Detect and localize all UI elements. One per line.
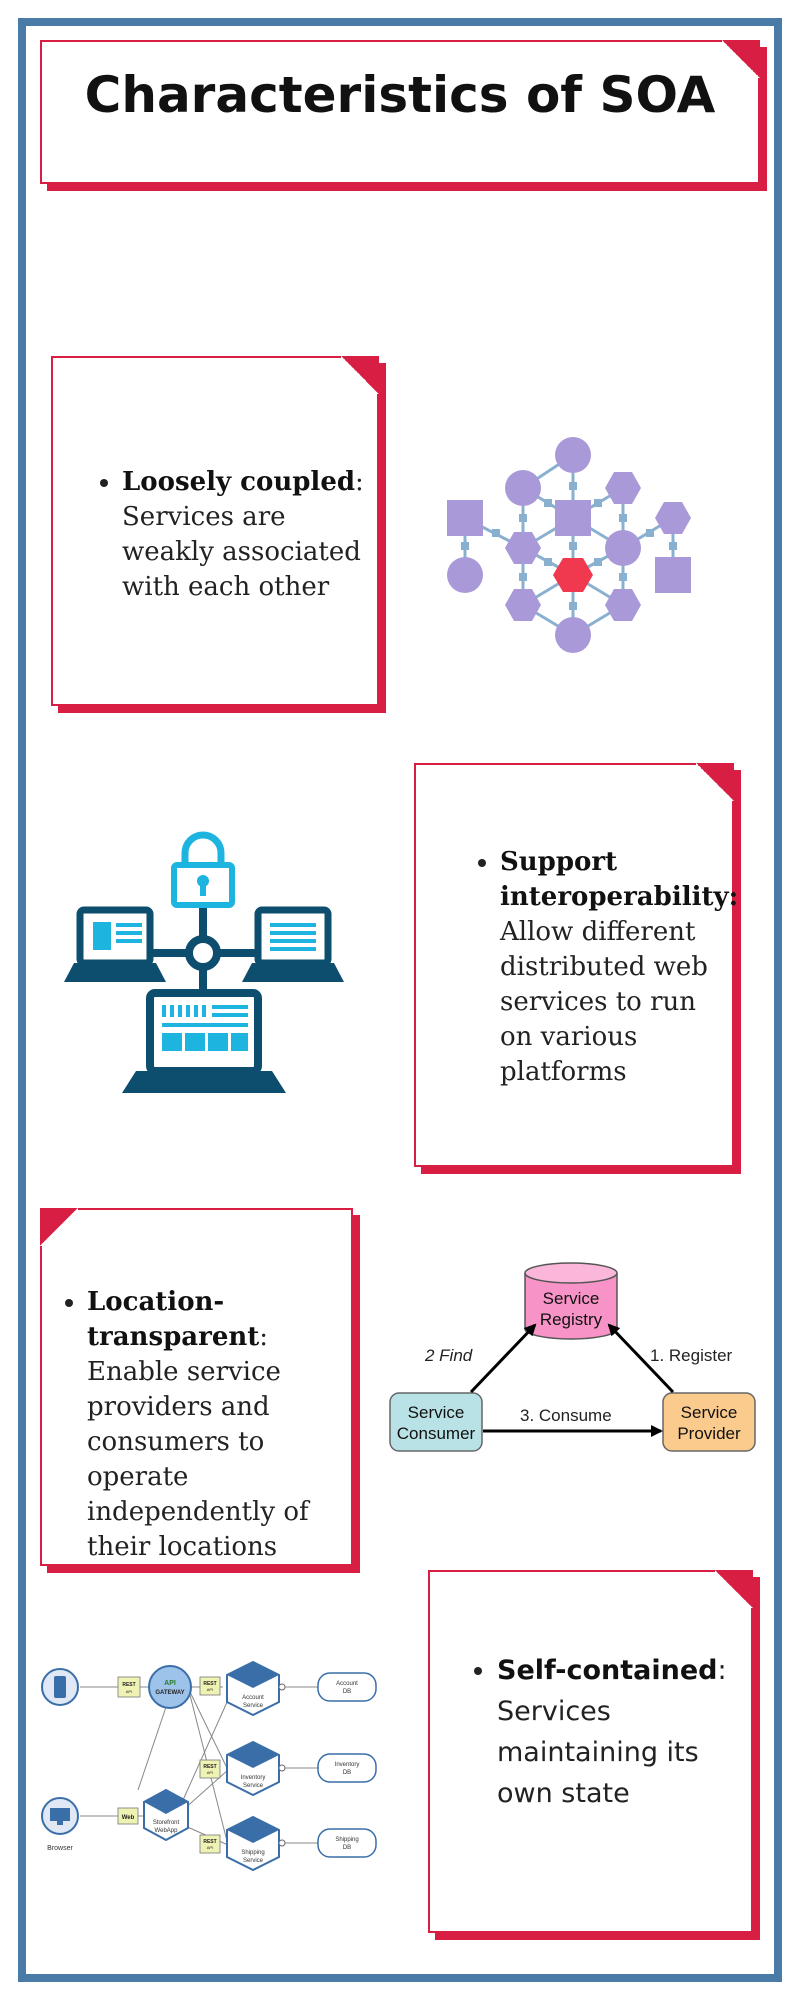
svg-text:API: API: [164, 1680, 176, 1687]
bullet-support-interoperability: Support interoperability: Allow differen…: [470, 845, 738, 1090]
inventory-rest-tag: REST API: [199, 1759, 221, 1779]
page-fold-corner: [40, 1208, 78, 1246]
bullet-separator: :: [355, 467, 364, 497]
bullet-term: Support interoperability:: [500, 847, 739, 912]
card-self-contained: [428, 1570, 753, 1933]
loose-coupling-network-graphic: [447, 437, 691, 653]
svg-text:Shipping: Shipping: [241, 1850, 264, 1856]
interoperability-network-graphic: [64, 831, 344, 1093]
shipping-db-node: Shipping DB: [317, 1828, 377, 1858]
browser-label: Browser: [47, 1845, 73, 1852]
bullet-term: Self-contained: [497, 1655, 718, 1686]
service-consumer-node: Service Consumer: [389, 1392, 483, 1452]
shipping-service-node: Shipping Service: [226, 1815, 280, 1872]
rest-api-tag: REST API: [117, 1676, 141, 1698]
svg-text:API: API: [126, 1689, 132, 1694]
service-registry-node: Service Registry: [524, 1262, 618, 1340]
svg-text:REST: REST: [203, 1681, 216, 1687]
bullet-description: Allow different distributed web services…: [500, 917, 708, 1087]
svg-text:GATEWAY: GATEWAY: [155, 1690, 184, 1696]
microservices-architecture-diagram: Browser REST API Web API GATEWAY Storefr…: [41, 1660, 377, 1872]
bullet-separator: :: [259, 1322, 269, 1352]
account-rest-tag: REST API: [199, 1676, 221, 1696]
inventory-db-node: Inventory DB: [317, 1753, 377, 1783]
page-fold-corner: [722, 40, 760, 78]
svg-text:Service: Service: [243, 1783, 264, 1789]
account-db-node: Account DB: [317, 1672, 377, 1702]
svg-text:Service: Service: [243, 1858, 264, 1864]
page-fold-corner: [696, 763, 734, 801]
service-provider-node: Service Provider: [662, 1392, 756, 1452]
service-registry-diagram: Service Registry Service Consumer Servic…: [389, 1262, 756, 1452]
provider-label-line2: Provider: [677, 1424, 741, 1443]
storefront-webapp-node: Storefront WebApp: [143, 1788, 189, 1842]
svg-text:DB: DB: [343, 1845, 351, 1851]
svg-text:API: API: [207, 1770, 213, 1775]
title-card: Characteristics of SOA: [40, 40, 760, 184]
find-arrow: [469, 1323, 537, 1394]
svg-text:API: API: [207, 1845, 213, 1850]
bullet-loosely-coupled: Loosely coupled: Services are weakly ass…: [92, 465, 377, 605]
card-support-interoperability: [414, 763, 734, 1167]
page-title: Characteristics of SOA: [84, 66, 716, 124]
register-arrow: [607, 1323, 675, 1394]
bullet-description: Enable service providers and consumers t…: [87, 1357, 309, 1562]
bullet-term: Location-transparent: [87, 1287, 260, 1352]
svg-text:Storefront: Storefront: [153, 1820, 180, 1826]
consumer-label-line2: Consumer: [397, 1424, 476, 1443]
consume-label: 3. Consume: [520, 1406, 612, 1425]
shipping-rest-tag: REST API: [199, 1834, 221, 1854]
bullet-term: Loosely coupled: [122, 467, 356, 497]
registry-label-line1: Service: [543, 1289, 600, 1308]
consumer-label-line1: Service: [408, 1403, 465, 1422]
page-fold-corner: [715, 1570, 753, 1608]
page-frame: [18, 18, 782, 1982]
bullet-location-transparent: Location-transparent: Enable service pro…: [57, 1285, 342, 1565]
svg-text:Account: Account: [242, 1695, 264, 1701]
svg-text:Inventory: Inventory: [241, 1775, 266, 1781]
svg-text:REST: REST: [203, 1839, 216, 1845]
svg-text:Service: Service: [243, 1703, 264, 1709]
svg-text:Shipping: Shipping: [335, 1837, 358, 1843]
svg-text:API: API: [207, 1687, 213, 1692]
api-gateway-node: API GATEWAY: [148, 1665, 192, 1709]
svg-text:Web: Web: [122, 1815, 135, 1821]
inventory-service-node: Inventory Service: [226, 1740, 280, 1797]
bullet-description: Services maintaining its own state: [497, 1696, 699, 1809]
register-label: 1. Register: [650, 1346, 733, 1365]
svg-text:DB: DB: [343, 1770, 351, 1776]
svg-text:REST: REST: [203, 1764, 216, 1770]
svg-text:Inventory: Inventory: [335, 1762, 360, 1768]
account-service-node: Account Service: [226, 1660, 280, 1717]
page-fold-corner: [341, 356, 379, 394]
bullet-separator: :: [717, 1655, 727, 1686]
web-tag: Web: [117, 1807, 139, 1825]
svg-text:Account: Account: [336, 1681, 358, 1687]
find-label: 2 Find: [424, 1346, 473, 1365]
registry-label-line2: Registry: [540, 1310, 603, 1329]
svg-text:DB: DB: [343, 1689, 351, 1695]
card-location-transparent: [40, 1208, 353, 1566]
provider-label-line1: Service: [681, 1403, 738, 1422]
svg-text:REST: REST: [122, 1682, 135, 1688]
bullet-self-contained: Self-contained: Services maintaining its…: [467, 1650, 742, 1814]
card-loosely-coupled: [51, 356, 379, 706]
svg-text:WebApp: WebApp: [155, 1828, 179, 1834]
bullet-description: Services are weakly associated with each…: [122, 502, 361, 602]
